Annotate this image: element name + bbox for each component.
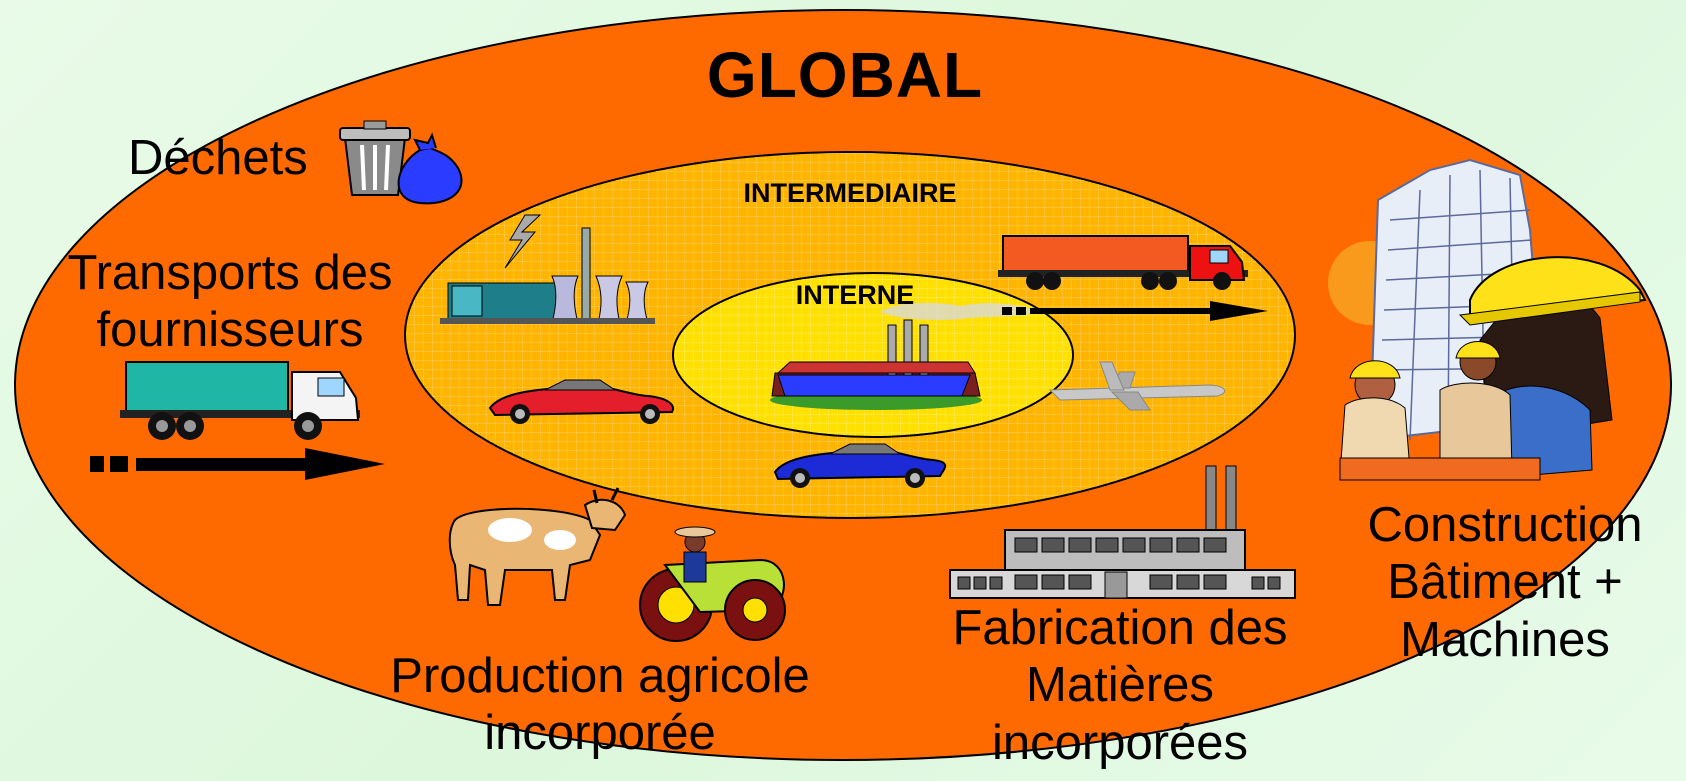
supplier-transport-label: Transports des fournisseurs [67, 246, 393, 358]
blue-car-icon [773, 443, 947, 488]
trash-can-icon [339, 120, 411, 196]
garbage-bag-icon [397, 132, 463, 205]
power-plant-icon [440, 214, 655, 324]
smoke-arrow-icon [880, 301, 1268, 321]
agriculture-label: Production agricole incorporée [390, 649, 810, 761]
truck-icon [998, 235, 1248, 290]
arrow-icon [90, 448, 385, 480]
global-title: GLOBAL [706, 39, 984, 111]
waste-label: Déchets [128, 131, 308, 185]
materials-factory-icon [949, 465, 1296, 599]
materials-label: Fabrication des Matières incorporées [952, 601, 1288, 770]
cow-icon [448, 487, 627, 606]
airplane-icon [1048, 361, 1226, 411]
workers-icon [1339, 256, 1647, 481]
internal-label: INTERNE [795, 280, 915, 310]
construction-label: Construction Bâtiment + Machines [1367, 498, 1643, 667]
red-car-icon [488, 379, 674, 424]
factory-icon [770, 319, 982, 410]
intermediate-label: INTERMEDIAIRE [743, 178, 957, 208]
supplier-truck-icon [120, 361, 360, 440]
tractor-icon [639, 526, 786, 642]
